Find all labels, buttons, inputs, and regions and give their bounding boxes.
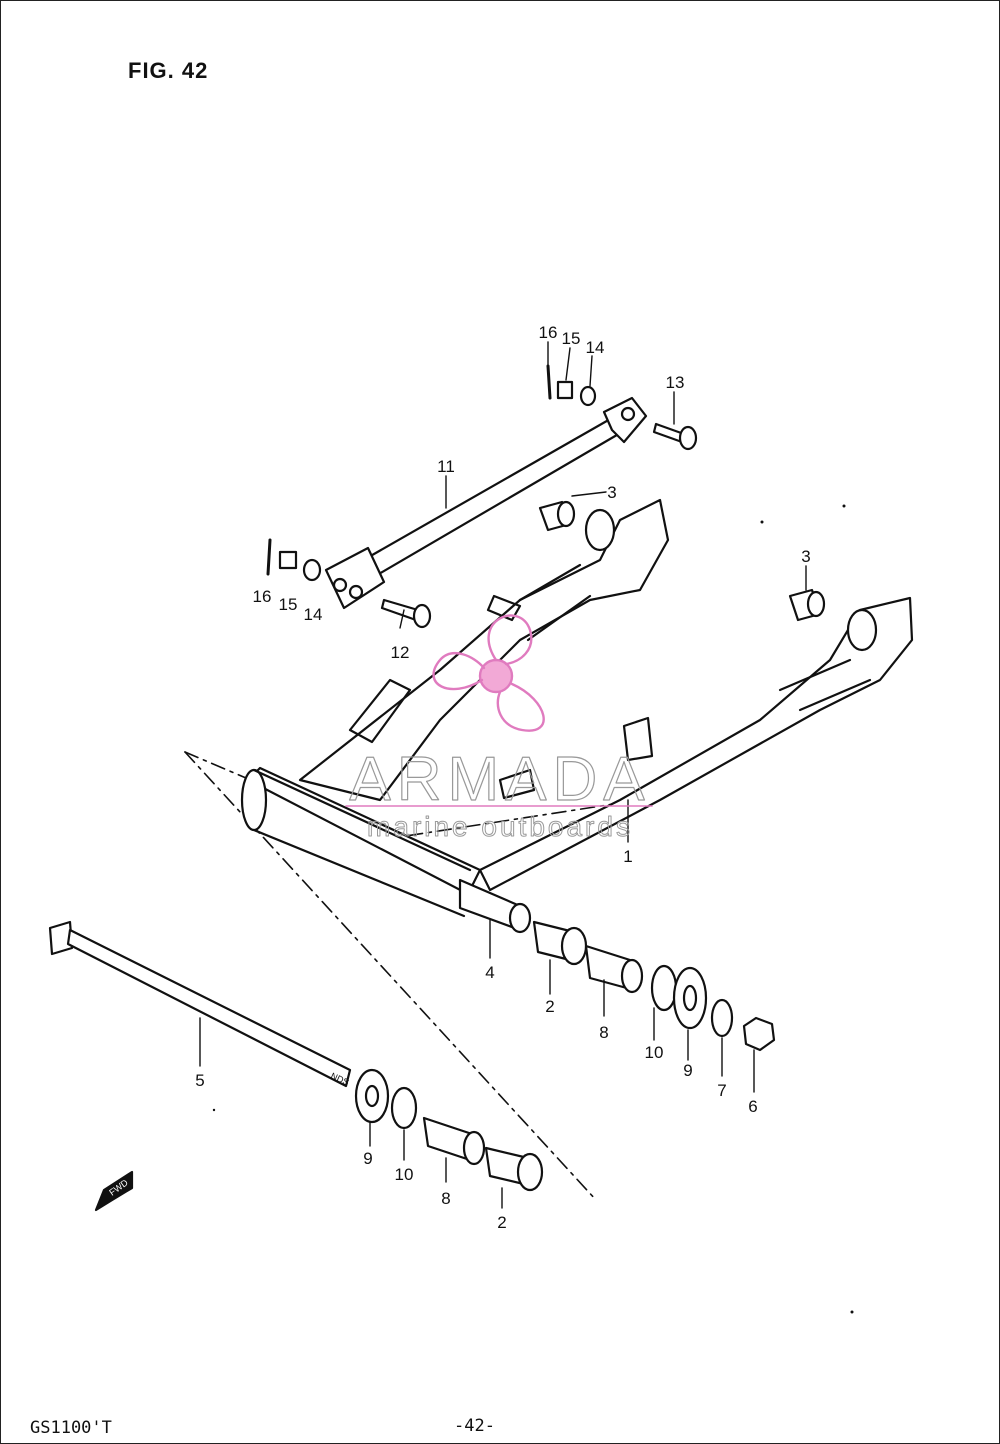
callout-13: 13	[666, 373, 685, 392]
watermark-tagline: marine outboards	[367, 811, 633, 842]
callout-10-right: 10	[645, 1043, 664, 1062]
upper-hardware-set	[546, 364, 597, 407]
watermark-logo	[432, 614, 545, 732]
leader-lines	[199, 341, 807, 1209]
callout-9-right: 9	[683, 1061, 692, 1080]
swing-arm	[240, 498, 914, 934]
page-number: -42-	[454, 1416, 495, 1436]
bushing-3-right	[788, 588, 826, 622]
callout-10-left: 10	[395, 1165, 414, 1184]
left-pivot-stack	[354, 1068, 544, 1192]
callout-15-left: 15	[279, 595, 298, 614]
pivot-shaft-bolt-5: NDS	[48, 920, 352, 1088]
watermark-brand: ARMADA	[349, 745, 650, 814]
callout-8-left: 8	[441, 1189, 450, 1208]
scan-specks	[212, 504, 854, 1314]
model-code: GS1100'T	[30, 1418, 112, 1438]
callout-3-left: 3	[607, 483, 616, 502]
callout-12: 12	[391, 643, 410, 662]
callout-3-right: 3	[801, 547, 810, 566]
callout-7: 7	[717, 1081, 726, 1100]
callout-11: 11	[437, 457, 455, 476]
bushing-3-left	[538, 500, 576, 532]
torque-link-rod	[324, 396, 648, 610]
callout-4: 4	[485, 963, 494, 982]
callout-6: 6	[748, 1097, 757, 1116]
callout-2-left: 2	[497, 1213, 506, 1232]
right-pivot-stack	[532, 920, 776, 1052]
callout-1: 1	[623, 847, 632, 866]
watermark-text: ARMADA marine outboards	[345, 744, 653, 843]
bolt-12	[380, 598, 432, 629]
callout-16-upper: 16	[539, 323, 558, 342]
callout-5: 5	[195, 1071, 204, 1090]
callout-14-left: 14	[304, 605, 323, 624]
left-hardware-set	[266, 538, 322, 582]
forward-arrow: FWD	[94, 1170, 134, 1212]
callout-16-left: 16	[253, 587, 272, 606]
callout-14-upper: 14	[586, 338, 605, 357]
bolt-13	[652, 422, 698, 451]
figure-title: FIG. 42	[128, 58, 209, 83]
callout-8-right: 8	[599, 1023, 608, 1042]
callout-9-left: 9	[363, 1149, 372, 1168]
callout-labels: 16 15 14 13 11 3 3 16 15 14 12 1 4 2 8 1…	[195, 323, 810, 1232]
callout-2-right: 2	[545, 997, 554, 1016]
callout-15-upper: 15	[562, 329, 581, 348]
